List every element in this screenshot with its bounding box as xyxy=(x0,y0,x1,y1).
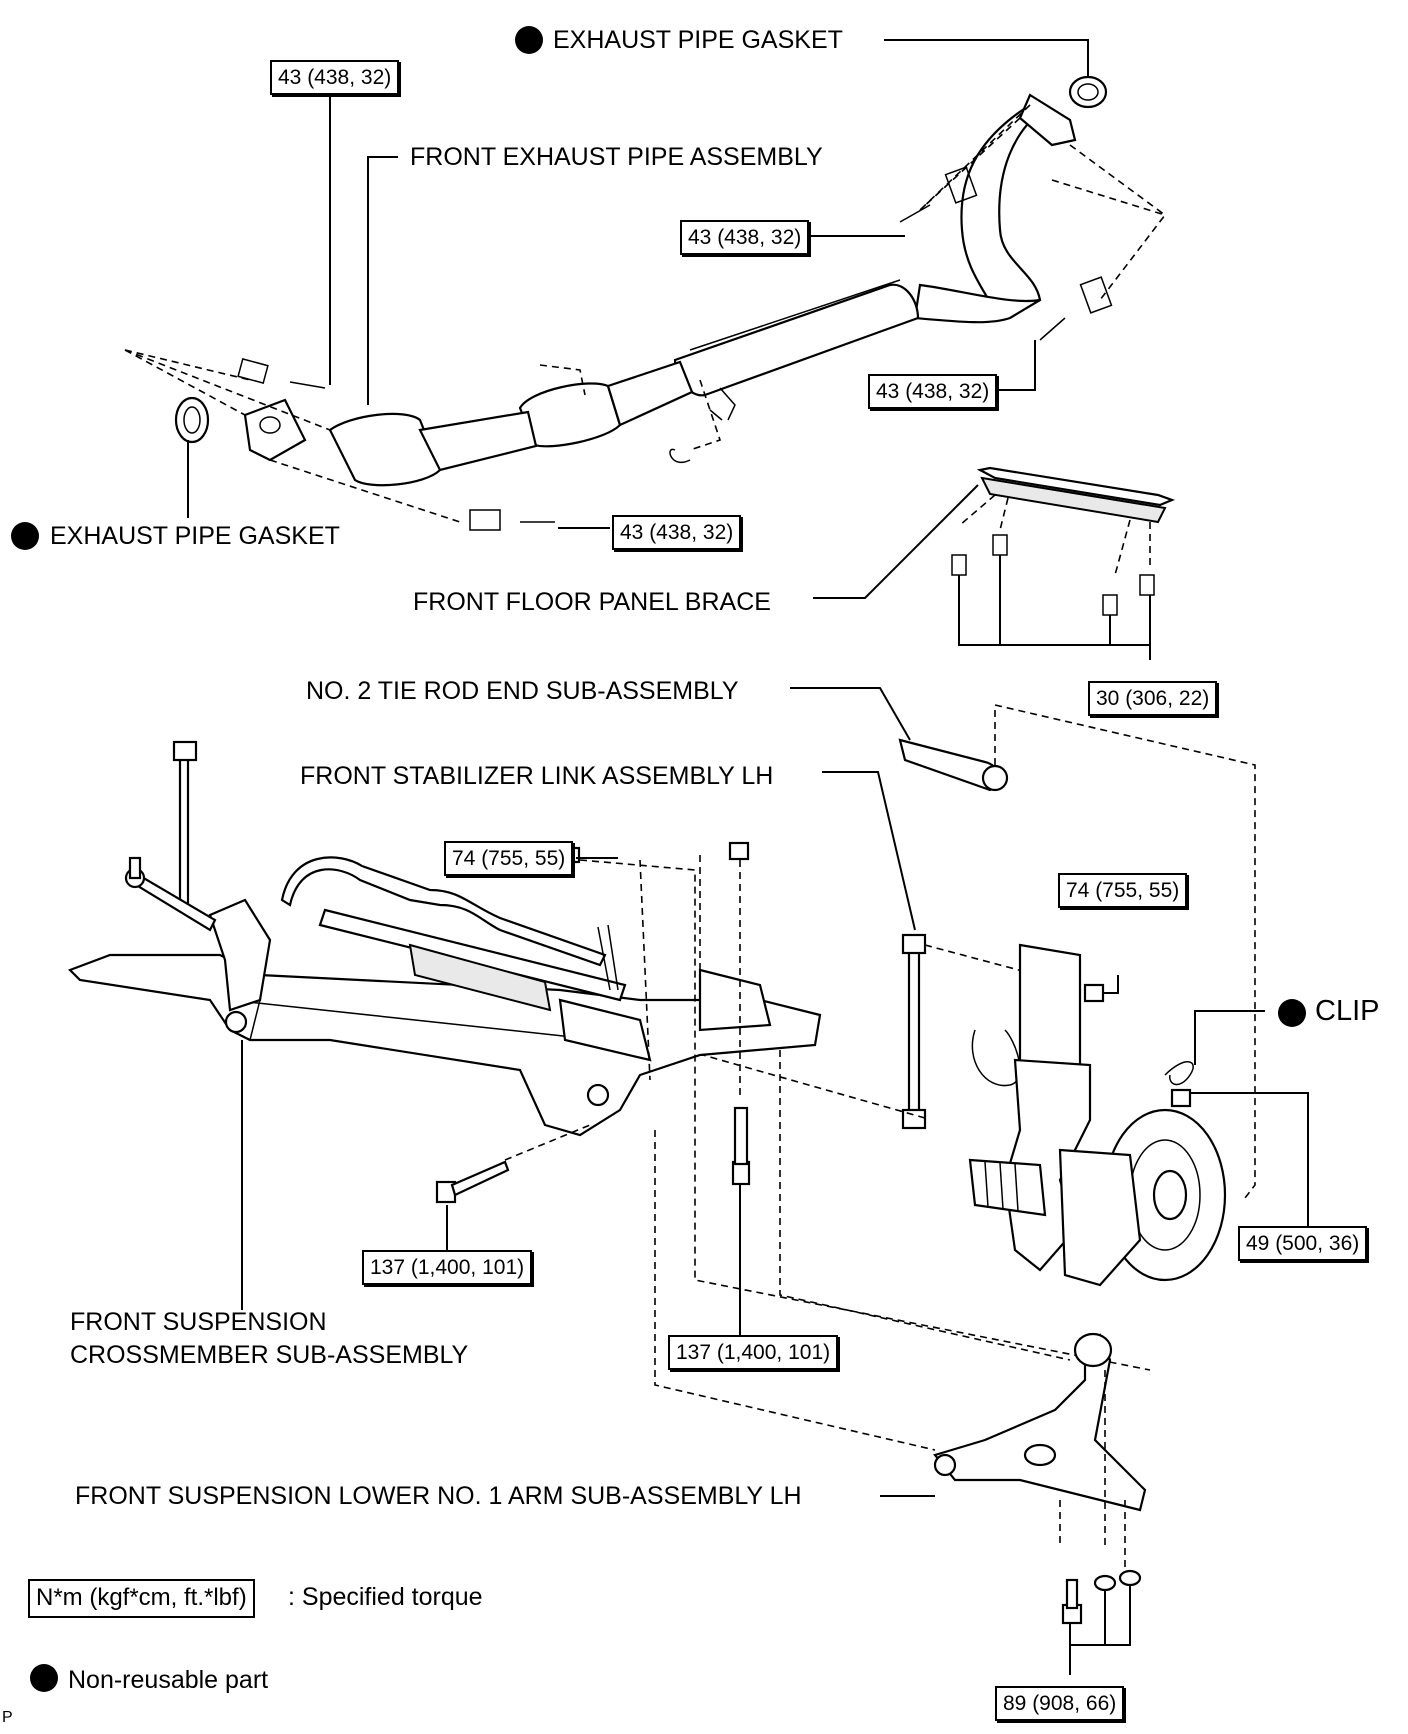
leader-torque-t11-b xyxy=(1070,1585,1131,1646)
torque-box-t7: 74 (755, 55) xyxy=(1058,873,1188,909)
label-crossmember-line2: CROSSMEMBER SUB-ASSEMBLY xyxy=(70,1341,469,1369)
label-stabilizer-link: FRONT STABILIZER LINK ASSEMBLY LH xyxy=(300,762,774,790)
leader-front-exhaust xyxy=(367,156,398,405)
legend-nonreusable-text: Non-reusable part xyxy=(68,1666,269,1694)
torque-box-t1: 43 (438, 32) xyxy=(270,60,400,96)
corner-mark: P xyxy=(2,1709,13,1726)
torque-box-t2: 43 (438, 32) xyxy=(680,220,810,256)
legend-torque-text: : Specified torque xyxy=(288,1583,483,1611)
nonreusable-dot-left xyxy=(11,522,39,550)
label-tie-rod-end: NO. 2 TIE ROD END SUB-ASSEMBLY xyxy=(306,677,739,705)
tie-rod-end-drawing xyxy=(898,703,1256,1199)
leader-clip xyxy=(1194,1010,1265,1065)
legend-nonreusable-dot xyxy=(30,1664,58,1692)
leader-floor-brace xyxy=(813,484,979,599)
label-floor-panel-brace: FRONT FLOOR PANEL BRACE xyxy=(413,588,771,616)
knuckle-hub-drawing xyxy=(968,943,1227,1287)
crossmember-drawing xyxy=(68,740,1151,1451)
lower-arm-drawing xyxy=(933,1332,1147,1625)
floor-brace-drawing xyxy=(951,466,1176,616)
torque-box-t3: 43 (438, 32) xyxy=(868,374,998,410)
nonreusable-dot-top xyxy=(515,26,543,54)
leader-stabilizer xyxy=(822,771,916,931)
leader-torque-t7 xyxy=(1103,975,1119,994)
label-lower-arm: FRONT SUSPENSION LOWER NO. 1 ARM SUB-ASS… xyxy=(75,1482,802,1510)
label-exhaust-gasket-top: EXHAUST PIPE GASKET xyxy=(553,26,843,54)
leader-torque-t3 xyxy=(995,340,1036,391)
label-front-exhaust-pipe: FRONT EXHAUST PIPE ASSEMBLY xyxy=(410,143,823,171)
stabilizer-link-drawing xyxy=(649,933,1076,1130)
torque-box-t5: 30 (306, 22) xyxy=(1088,681,1218,717)
torque-box-t10: 137 (1,400, 101) xyxy=(668,1335,839,1371)
legend-torque-box: N*m (kgf*cm, ft.*lbf) xyxy=(28,1579,255,1618)
leader-torque-t8 xyxy=(1190,1092,1309,1232)
label-crossmember-line1: FRONT SUSPENSION xyxy=(70,1308,327,1336)
torque-box-t11: 89 (908, 66) xyxy=(995,1686,1125,1722)
torque-box-t6: 74 (755, 55) xyxy=(444,841,574,877)
bracket-torque-t5 xyxy=(958,575,1151,646)
leader-gasket-top xyxy=(884,39,1089,78)
label-clip: CLIP xyxy=(1315,995,1380,1027)
label-exhaust-gasket-left: EXHAUST PIPE GASKET xyxy=(50,522,340,550)
torque-box-t4: 43 (438, 32) xyxy=(612,515,742,551)
torque-box-t9: 137 (1,400, 101) xyxy=(362,1250,533,1286)
exhaust-pipe-drawing xyxy=(124,75,1167,531)
nonreusable-dot-clip xyxy=(1278,999,1306,1027)
torque-box-t8: 49 (500, 36) xyxy=(1238,1226,1368,1262)
leader-tie-rod xyxy=(790,687,911,741)
